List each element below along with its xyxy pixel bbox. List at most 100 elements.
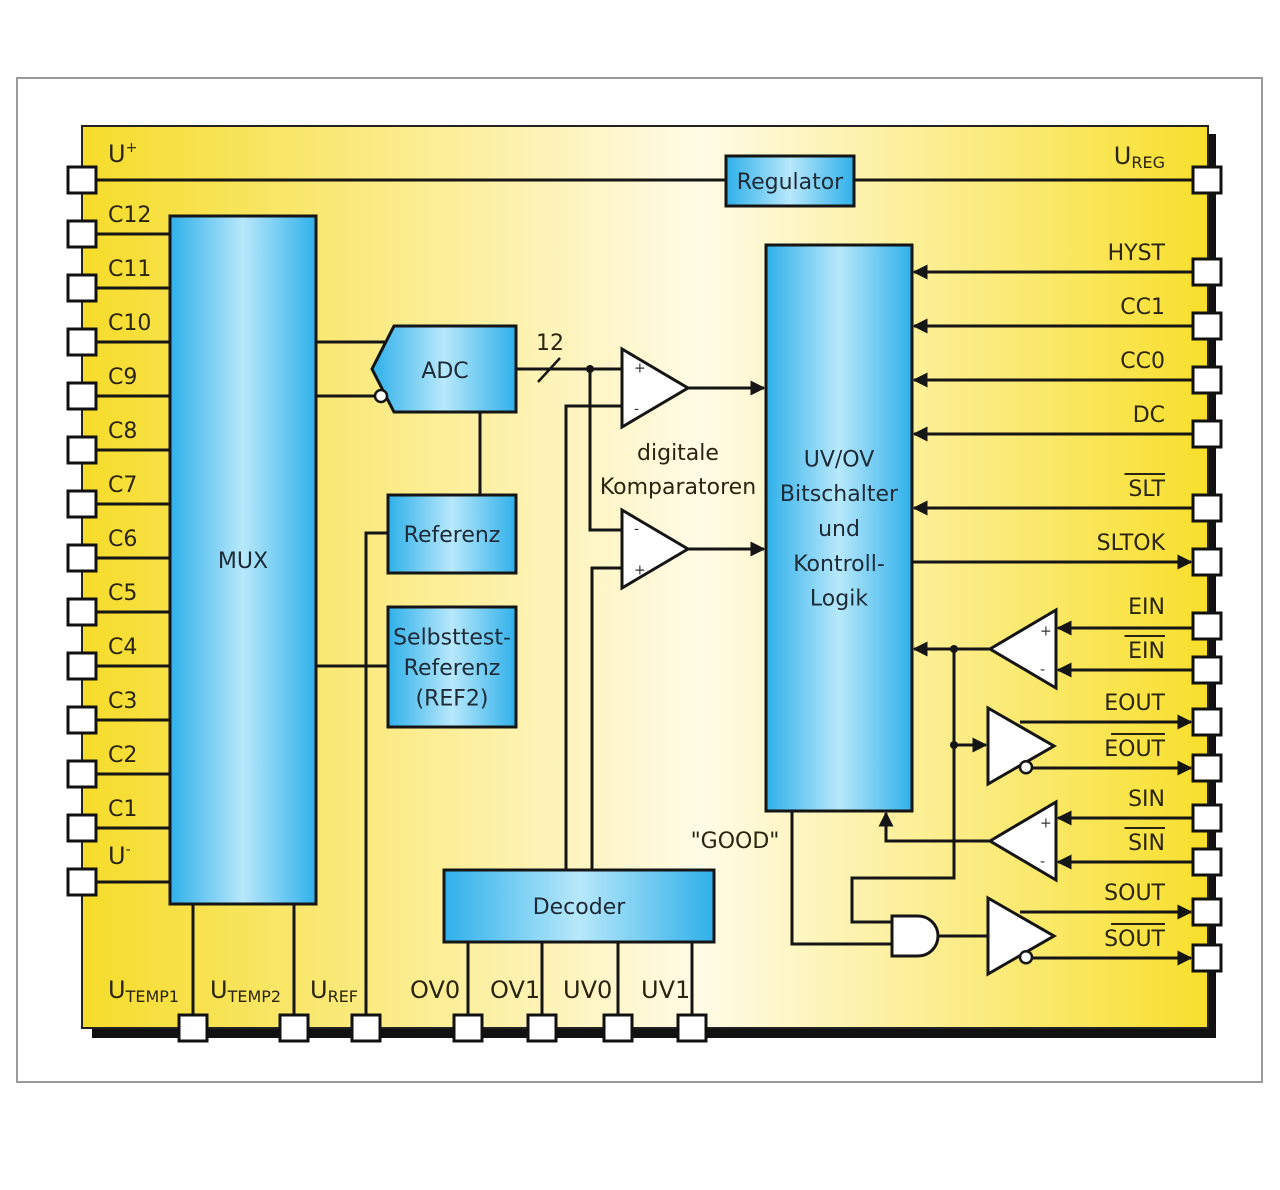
pin-ureg (1191, 165, 1223, 195)
pin-c6 (66, 543, 98, 573)
digital-comparator-2-top-sign: - (634, 521, 639, 537)
pin-cc1 (1191, 311, 1223, 341)
pin-label-sin-n: SIN (1128, 831, 1165, 856)
labels: U+C12C11C10C9C8C7C6C5C4C3C2C1U-UREGHYSTC… (108, 140, 1166, 1006)
sin-comparator (987, 799, 1058, 883)
pin-label-eout-n: EOUT (1104, 737, 1165, 762)
pin-label-sout-n: SOUT (1104, 927, 1165, 952)
ein-comparator-minus: - (1040, 662, 1045, 678)
pin-label-uminus: U- (108, 842, 131, 870)
adc-invert-bubble (373, 388, 389, 404)
pin-label-c7: C7 (108, 473, 137, 498)
wire-referenz-uref (364, 531, 388, 1014)
pin-label-c8: C8 (108, 419, 137, 444)
gates: +--++-+- (620, 346, 1058, 977)
pin-label-utemp2: UTEMP2 (210, 976, 281, 1006)
control-logic-block (764, 243, 914, 813)
regulator-block (724, 154, 856, 208)
pin-c1 (66, 813, 98, 843)
pin-uref (350, 1013, 382, 1043)
pin-utemp2 (278, 1013, 310, 1043)
pin-dc (1191, 419, 1223, 449)
decoder-block (442, 868, 716, 944)
selbsttest-referenz-block-label: (REF2) (415, 686, 488, 711)
control-logic-block-label: Kontroll- (793, 552, 885, 577)
pin-eout (1191, 707, 1223, 737)
pin-uminus (66, 867, 98, 897)
wire-good-and (790, 811, 892, 946)
pin-slt-n (1191, 493, 1223, 523)
pin-label-uref: UREF (310, 976, 358, 1006)
pins (66, 165, 1223, 1043)
blocks: MUXRegulatorUV/OVBitschalterundKontroll-… (168, 154, 914, 944)
pin-label-c9: C9 (108, 365, 137, 390)
adc-block (370, 324, 518, 414)
mux-block-label: MUX (218, 549, 268, 574)
pin-cc0 (1191, 365, 1223, 395)
control-logic-block-label: und (818, 517, 860, 542)
pin-label-c6: C6 (108, 527, 137, 552)
wire-bus-to-comp2 (588, 369, 622, 532)
pin-label-utemp1: UTEMP1 (108, 976, 179, 1006)
pin-hyst (1191, 257, 1223, 287)
pin-label-slt-n: SLT (1128, 477, 1165, 502)
digital-comparator-1-top-sign: + (634, 360, 646, 376)
referenz-block (386, 493, 518, 575)
pin-label-cc0: CC0 (1120, 349, 1165, 374)
pin-c3 (66, 705, 98, 735)
pin-label-ov0: OV0 (410, 976, 460, 1004)
pin-c11 (66, 273, 98, 303)
selbsttest-referenz-block-label: Selbsttest- (393, 626, 511, 651)
pin-label-c11: C11 (108, 257, 151, 282)
ein-comparator-plus: + (1040, 624, 1052, 640)
pin-label-uplus: U+ (108, 140, 137, 168)
pin-uplus (66, 165, 98, 195)
pin-sin (1191, 803, 1223, 833)
pin-label-uv0: UV0 (563, 976, 612, 1004)
selbsttest-referenz-block (386, 605, 518, 729)
digital-comparator-2 (620, 507, 691, 591)
wire-sin-comp-logic (878, 811, 990, 843)
pin-sin-n (1191, 847, 1223, 877)
regulator-block-label: Regulator (737, 170, 844, 195)
referenz-block-label: Referenz (404, 523, 501, 548)
digital-comparator-2-bottom-sign: + (634, 563, 646, 579)
pin-uv0 (602, 1013, 634, 1043)
pin-label-sltok: SLTOK (1097, 531, 1166, 556)
selbsttest-referenz-block-label: Referenz (404, 656, 501, 681)
wire-decoder-comp2 (590, 566, 622, 870)
pin-uv1 (676, 1013, 708, 1043)
pin-ov1 (526, 1013, 558, 1043)
pin-utemp1 (177, 1013, 209, 1043)
comparators-label-line1: digitale (637, 441, 719, 466)
pin-label-c5: C5 (108, 581, 137, 606)
pin-label-ov1: OV1 (490, 976, 540, 1004)
sin-comparator-minus: - (1040, 854, 1045, 870)
good-label: "GOOD" (691, 829, 780, 854)
sout-driver-invert-bubble (1018, 950, 1034, 965)
pin-c8 (66, 435, 98, 465)
and-gate (890, 914, 940, 958)
pin-c12 (66, 219, 98, 249)
sin-comparator-plus: + (1040, 816, 1052, 832)
control-logic-block-label: UV/OV (804, 447, 875, 472)
pin-c4 (66, 651, 98, 681)
pin-ein (1191, 611, 1223, 641)
pin-c2 (66, 759, 98, 789)
pin-sout (1191, 897, 1223, 927)
pin-c9 (66, 381, 98, 411)
decoder-block-label: Decoder (533, 895, 627, 920)
digital-comparator-1 (620, 346, 691, 430)
pin-c5 (66, 597, 98, 627)
pin-label-eout: EOUT (1104, 691, 1165, 716)
pin-label-dc: DC (1133, 403, 1165, 428)
mux-block (168, 214, 318, 906)
bus-width-label: 12 (536, 331, 564, 356)
pin-sout-n (1191, 943, 1223, 973)
pin-label-hyst: HYST (1108, 241, 1166, 266)
pin-label-sout: SOUT (1104, 881, 1165, 906)
wires (96, 178, 1193, 1014)
wire-ein-to-and (850, 649, 956, 924)
pin-label-uv1: UV1 (641, 976, 690, 1004)
